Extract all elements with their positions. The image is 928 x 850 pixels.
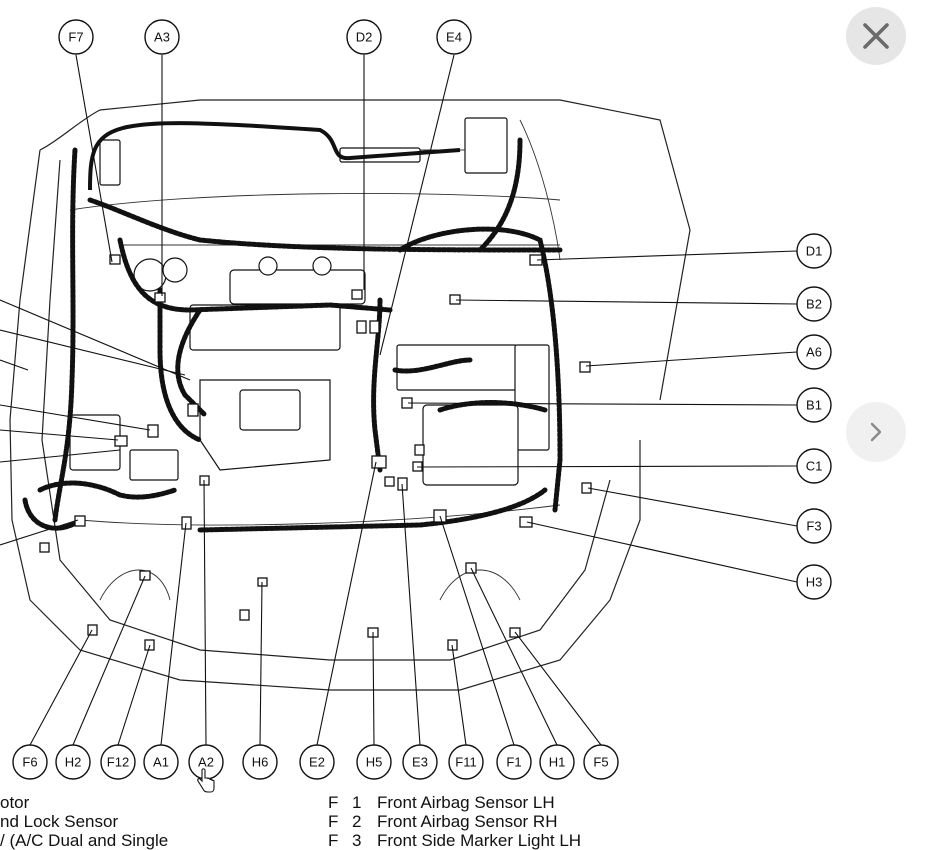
callout-label: F5 — [593, 755, 608, 770]
callout-label: D1 — [806, 244, 823, 259]
callout-label: A2 — [198, 755, 214, 770]
callout-B1[interactable]: B1 — [796, 387, 832, 423]
callout-F12[interactable]: F12 — [100, 744, 136, 780]
callout-A2[interactable]: A2 — [188, 744, 224, 780]
callout-C1[interactable]: C1 — [796, 448, 832, 484]
callout-A1[interactable]: A1 — [143, 744, 179, 780]
callout-label: F3 — [806, 519, 821, 534]
callout-label: E4 — [446, 30, 462, 45]
callout-label: F6 — [22, 755, 37, 770]
vehicle-outline — [9, 99, 691, 691]
legend-left-item: / (A/C Dual and Single — [0, 831, 169, 850]
callout-F5[interactable]: F5 — [583, 744, 619, 780]
callout-E2[interactable]: E2 — [299, 744, 335, 780]
next-image-button[interactable] — [846, 402, 906, 462]
callout-F11[interactable]: F11 — [448, 744, 484, 780]
callout-label: H3 — [806, 575, 823, 590]
callout-label: F12 — [107, 755, 129, 770]
legend-left-item: otor — [0, 793, 30, 812]
legend-left-item: nd Lock Sensor — [0, 812, 119, 831]
callout-H3[interactable]: H3 — [796, 564, 832, 600]
callout-F6[interactable]: F6 — [12, 744, 48, 780]
callout-label: E3 — [412, 755, 428, 770]
callout-label: H5 — [366, 755, 383, 770]
close-x-icon — [863, 23, 889, 49]
callout-label: H2 — [65, 755, 82, 770]
engine-components — [69, 117, 550, 486]
callout-H5[interactable]: H5 — [356, 744, 392, 780]
close-button[interactable] — [846, 7, 906, 65]
callout-H1[interactable]: H1 — [539, 744, 575, 780]
callout-A6[interactable]: A6 — [796, 334, 832, 370]
callout-F1[interactable]: F1 — [496, 744, 532, 780]
callout-F7[interactable]: F7 — [58, 19, 94, 55]
callout-label: E2 — [309, 755, 325, 770]
chevron-right-icon — [870, 422, 882, 442]
callout-label: B1 — [806, 398, 822, 413]
hand-cursor-icon — [197, 768, 215, 793]
callout-H2[interactable]: H2 — [55, 744, 91, 780]
callout-label: F7 — [68, 30, 83, 45]
leader-lines — [0, 54, 798, 746]
callout-D1[interactable]: D1 — [796, 233, 832, 269]
callout-label: B2 — [806, 297, 822, 312]
callout-label: A6 — [806, 345, 822, 360]
callout-label: H1 — [549, 755, 566, 770]
callout-H6[interactable]: H6 — [242, 744, 278, 780]
callout-label: F1 — [506, 755, 521, 770]
callout-D2[interactable]: D2 — [346, 19, 382, 55]
callout-label: H6 — [252, 755, 269, 770]
legend: otor nd Lock Sensor / (A/C Dual and Sing… — [0, 793, 582, 850]
callout-label: A3 — [154, 30, 170, 45]
wiring-harness — [22, 121, 563, 533]
callout-label: C1 — [806, 459, 823, 474]
callout-label: D2 — [356, 30, 373, 45]
callout-E4[interactable]: E4 — [436, 19, 472, 55]
callout-label: F11 — [455, 755, 476, 770]
callout-label: A1 — [153, 755, 169, 770]
callout-F3[interactable]: F3 — [796, 508, 832, 544]
callout-A3[interactable]: A3 — [144, 19, 180, 55]
callout-B2[interactable]: B2 — [796, 286, 832, 322]
callout-E3[interactable]: E3 — [402, 744, 438, 780]
